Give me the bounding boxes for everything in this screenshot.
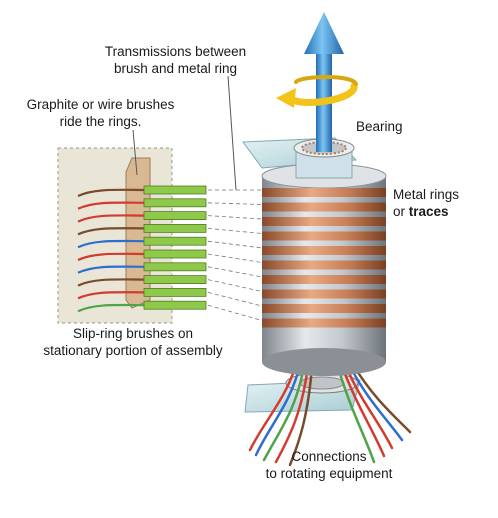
- metal-ring: [262, 202, 386, 212]
- brush-wire: [77, 214, 149, 223]
- graphite-brush: [143, 198, 207, 208]
- graphite-brush: [143, 223, 207, 233]
- bottom-wires: [248, 363, 412, 467]
- connector-line: [207, 253, 263, 263]
- label-metal-line2-prefix: or: [393, 204, 409, 219]
- brush-wire: [77, 201, 149, 210]
- brush-wire: [77, 265, 149, 274]
- connector-line: [207, 240, 263, 249]
- brushes: [77, 185, 207, 313]
- connector-line: [207, 304, 263, 321]
- metal-ring: [262, 318, 386, 328]
- brush-wire: [77, 303, 149, 313]
- connector-line: [207, 279, 263, 292]
- label-graphite-line2: ride the rings.: [59, 114, 142, 129]
- metal-ring: [262, 188, 386, 197]
- connector-lines: [207, 189, 263, 321]
- label-graphite-brushes: Graphite or wire brushes ride the rings.: [8, 96, 193, 130]
- connector-line: [207, 215, 263, 220]
- graphite-brush: [143, 185, 207, 195]
- label-metal-line2-bold: traces: [408, 204, 449, 219]
- label-connections-line1: Connections: [291, 449, 367, 464]
- label-transmissions: Transmissions between brush and metal ri…: [88, 43, 263, 77]
- brush-wire: [77, 188, 149, 198]
- label-transmissions-line1: Transmissions between: [104, 44, 247, 59]
- label-slip-ring-brushes: Slip-ring brushes on stationary portion …: [18, 325, 248, 359]
- connector-line: [207, 266, 263, 278]
- graphite-brush: [143, 287, 207, 297]
- connector-line: [207, 292, 263, 307]
- label-metal-line1: Metal rings: [393, 187, 460, 202]
- label-bearing: Bearing: [356, 119, 403, 134]
- brush-wire: [77, 291, 149, 300]
- metal-ring: [262, 246, 386, 255]
- label-sliprings-line1: Slip-ring brushes on: [72, 326, 194, 341]
- label-metal-line2: or traces: [393, 203, 459, 220]
- shaft-bearing: [293, 138, 355, 179]
- graphite-brush: [143, 211, 207, 221]
- leader-lines: [132, 75, 237, 191]
- graphite-brush: [143, 262, 207, 272]
- label-transmissions-line2: brush and metal ring: [113, 61, 238, 76]
- metal-ring: [262, 260, 386, 270]
- graphite-brush: [143, 275, 207, 285]
- metal-ring: [262, 217, 386, 226]
- metal-ring: [262, 304, 386, 313]
- connector-line: [207, 202, 263, 205]
- label-connections: Connections to rotating equipment: [234, 448, 424, 482]
- label-sliprings-line2: stationary portion of assembly: [43, 343, 223, 358]
- graphite-brush: [143, 236, 207, 246]
- metal-rings: [262, 188, 386, 328]
- metal-ring: [262, 231, 386, 241]
- metal-ring: [262, 275, 386, 284]
- metal-ring: [262, 289, 386, 299]
- brush-wire: [77, 278, 149, 287]
- label-metal-rings: Metal rings or traces: [393, 186, 459, 220]
- rotation-axis-arrow: [304, 12, 344, 152]
- brush-wire: [77, 239, 149, 249]
- brush-wire: [77, 227, 149, 236]
- connector-line: [207, 228, 263, 234]
- rotation-direction-arrow: [276, 75, 358, 108]
- brush-wire: [77, 252, 149, 262]
- label-graphite-line1: Graphite or wire brushes: [26, 97, 175, 112]
- graphite-brush: [143, 249, 207, 259]
- graphite-brush: [143, 300, 207, 310]
- label-connections-line2: to rotating equipment: [265, 466, 393, 481]
